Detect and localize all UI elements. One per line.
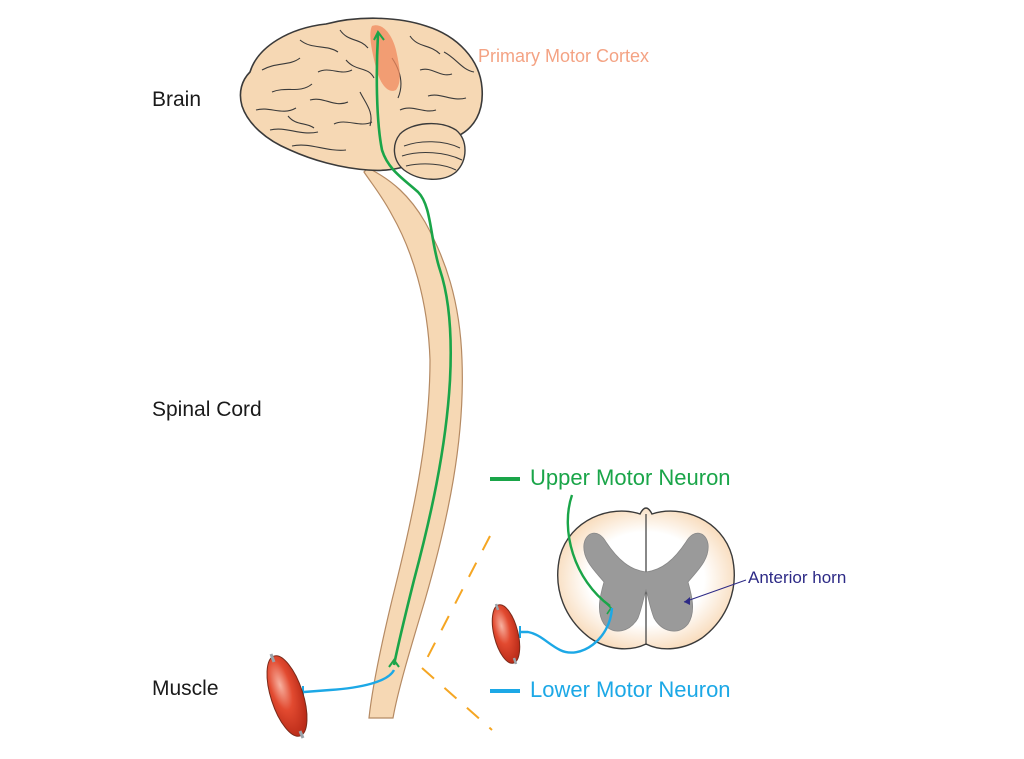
brain-label: Brain [152, 88, 202, 111]
muscle-right [491, 603, 521, 665]
upper-motor-neuron-legend-label: Upper Motor Neuron [530, 465, 731, 490]
lmn-to-muscle-right [520, 607, 614, 654]
lower-motor-neuron-legend-swatch [490, 689, 520, 693]
lower-motor-neuron-path [303, 669, 396, 694]
anterior-horn-pointer [683, 579, 747, 603]
anterior-horn-label: Anterior horn [748, 568, 847, 587]
umn-cord-ending [388, 658, 400, 668]
muscle-label: Muscle [152, 677, 219, 700]
umn-cortex-ending [373, 30, 385, 41]
spinal-cord [363, 167, 463, 719]
muscle-left [266, 653, 308, 739]
umn-to-anterior-horn [566, 494, 611, 607]
spinal-cord-cross-section [557, 507, 735, 650]
primary-motor-cortex-label: Primary Motor Cortex [478, 46, 650, 66]
lower-motor-neuron-legend-label: Lower Motor Neuron [530, 677, 731, 702]
upper-motor-neuron-legend-swatch [490, 477, 520, 481]
upper-motor-neuron-path [375, 33, 452, 666]
anterior-horn-arrowhead [684, 597, 690, 605]
brain [239, 17, 483, 180]
zoom-lines [421, 535, 493, 731]
grey-matter [583, 532, 709, 632]
spinal-cord-label: Spinal Cord [152, 398, 262, 421]
